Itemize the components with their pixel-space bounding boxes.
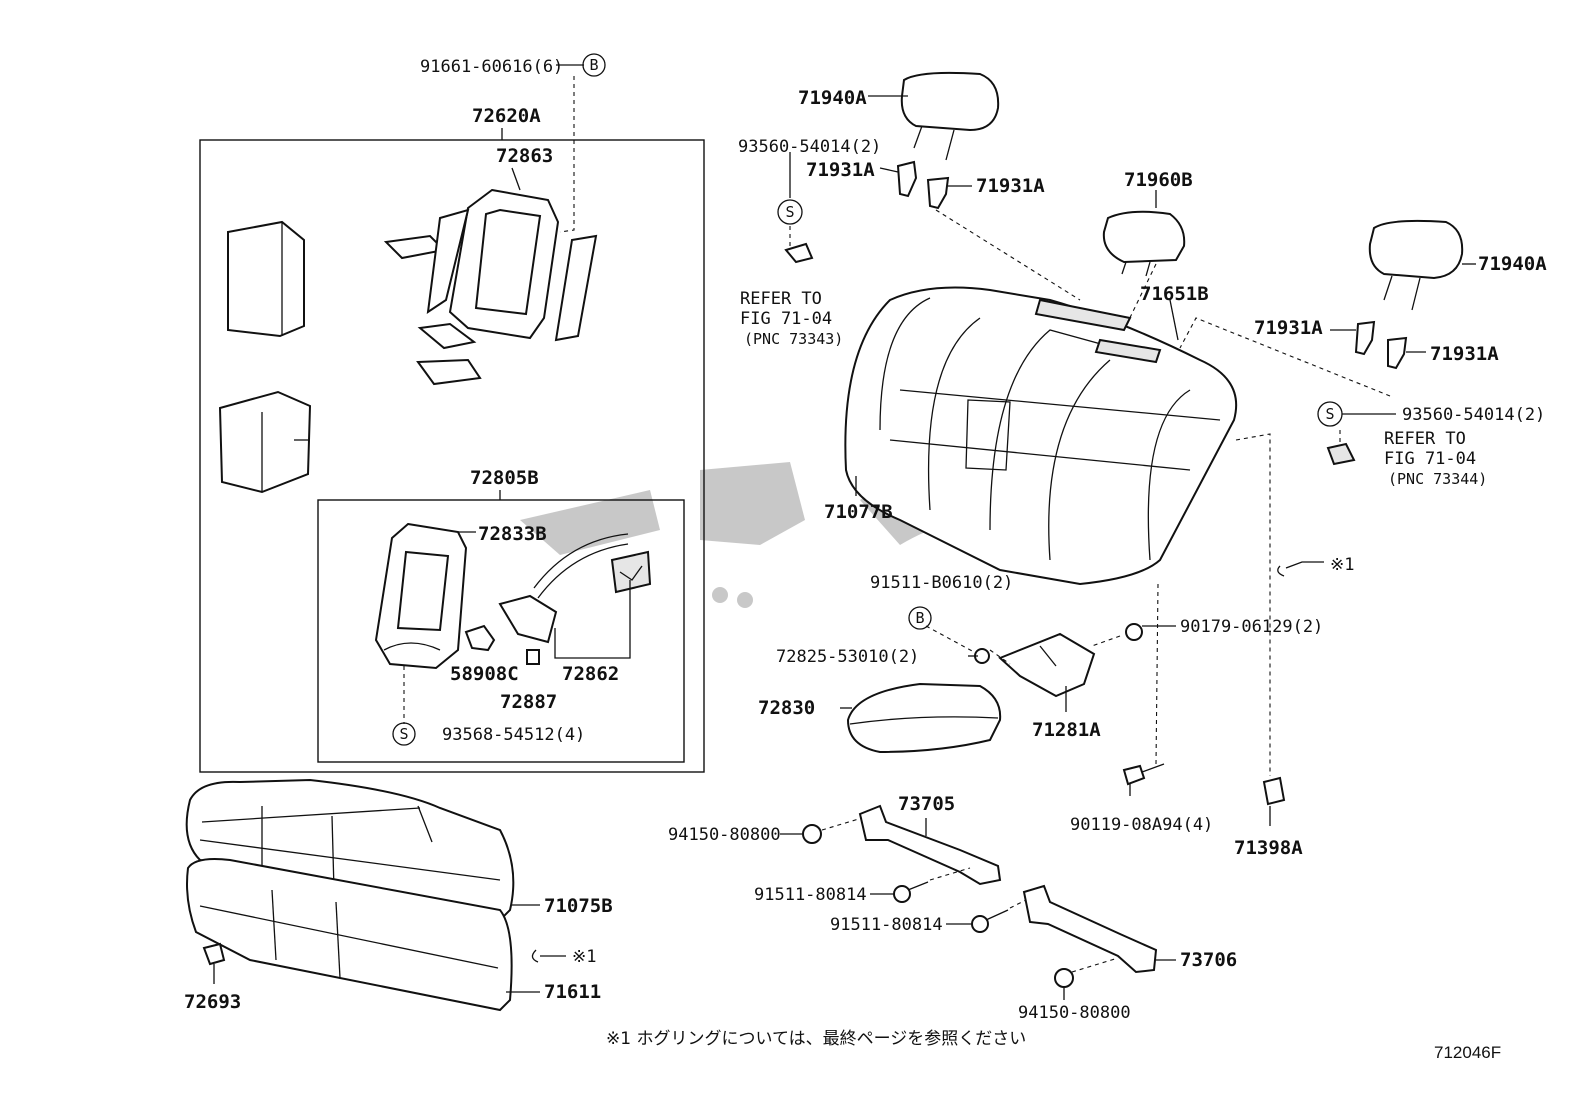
label-91511B: 91511-B0610(2) [870, 573, 1013, 593]
guide-71931A-4 [1387, 336, 1408, 370]
label-93560-right: 93560-54014(2) [1402, 405, 1545, 425]
figure-code: 712046F [1434, 1043, 1501, 1062]
armrest-panel-72833B [374, 522, 468, 670]
bracket-73706 [1022, 884, 1158, 974]
label-94150-2: 94150-80800 [1018, 1003, 1131, 1023]
seat-cushion-71075B [185, 778, 515, 922]
clip-58908C [464, 624, 496, 652]
armrest-frame-72863 [383, 188, 598, 386]
label-72863: 72863 [496, 145, 553, 167]
refer-right-line3: (PNC 73344) [1388, 470, 1487, 488]
label-71077B: 71077B [824, 501, 893, 523]
label-93568: 93568-54512(4) [442, 725, 585, 745]
seatback-71077B [844, 286, 1238, 586]
refer-right-line1: REFER TO [1384, 429, 1466, 449]
label-73705: 73705 [898, 793, 955, 815]
nut-94150-2 [1054, 968, 1074, 988]
label-71931A-3: 71931A [1254, 317, 1323, 339]
label-note1-left: ※1 [572, 947, 596, 967]
group-box-72805B [317, 499, 685, 763]
label-71398A: 71398A [1234, 837, 1303, 859]
label-71931A-4: 71931A [1430, 343, 1499, 365]
guide-71931A-2 [926, 176, 950, 210]
svg-text:B: B [915, 609, 924, 627]
symbol-S-2: S [392, 722, 416, 746]
symbol-B-2: B [908, 606, 932, 630]
symbol-B-1: B [582, 53, 606, 77]
label-71611: 71611 [544, 981, 601, 1003]
nut-90179 [1125, 623, 1143, 641]
label-note1-right: ※1 [1330, 555, 1354, 575]
label-72693: 72693 [184, 991, 241, 1013]
label-71940A-left: 71940A [798, 87, 867, 109]
refer-left-line2: FIG 71-04 [740, 309, 832, 329]
group-box-72620A [199, 139, 705, 773]
label-94150-1: 94150-80800 [668, 825, 781, 845]
foam-pad-upper [227, 220, 305, 338]
clip-left-refer [784, 242, 814, 264]
label-72825: 72825-53010(2) [776, 647, 919, 667]
clip-72887 [526, 649, 540, 665]
label-72620A: 72620A [472, 105, 541, 127]
label-71931A-1: 71931A [806, 159, 875, 181]
guide-71931A-1 [896, 160, 918, 198]
label-71960B: 71960B [1124, 169, 1193, 191]
seat-cushion-pad-71611 [186, 858, 513, 1012]
bracket-73705 [858, 804, 1002, 886]
refer-left-line1: REFER TO [740, 289, 822, 309]
label-72887: 72887 [500, 691, 557, 713]
symbol-S-1: S [777, 199, 803, 225]
label-71281A: 71281A [1032, 719, 1101, 741]
label-91511-1: 91511-80814 [754, 885, 867, 905]
label-72830: 72830 [758, 697, 815, 719]
label-90119: 90119-08A94(4) [1070, 815, 1213, 835]
headrest-71940A-left [900, 71, 1000, 161]
svg-text:S: S [1325, 405, 1334, 423]
label-91511-2: 91511-80814 [830, 915, 943, 935]
bolt-91511-1 [893, 881, 929, 903]
clip-71398A [1262, 776, 1286, 806]
label-71931A-2: 71931A [976, 175, 1045, 197]
part-labels: 91661-60616(6) 72620A 72863 72805B 72833… [184, 57, 1547, 1023]
refer-right-line2: FIG 71-04 [1384, 449, 1476, 469]
clip-72693 [202, 942, 226, 966]
nut-94150-1 [802, 824, 822, 844]
label-72862: 72862 [562, 663, 619, 685]
bracket-72862 [498, 533, 652, 659]
symbol-S-3: S [1317, 401, 1343, 427]
label-71075B: 71075B [544, 895, 613, 917]
label-73706: 73706 [1180, 949, 1237, 971]
label-71651B: 71651B [1140, 283, 1209, 305]
svg-text:S: S [399, 725, 408, 743]
label-93560-left: 93560-54014(2) [738, 137, 881, 157]
label-91661: 91661-60616(6) [420, 57, 563, 77]
label-72833B: 72833B [478, 523, 547, 545]
bolt-91511-2 [971, 909, 1009, 933]
clip-right-refer [1326, 442, 1356, 466]
guide-71931A-3 [1354, 320, 1376, 356]
armrest-72830 [846, 682, 1002, 754]
svg-text:B: B [589, 56, 598, 74]
footnote: ※1 ホグリングについては、最終ページを参照ください [606, 1029, 1026, 1049]
label-71940A-right: 71940A [1478, 253, 1547, 275]
svg-text:S: S [785, 203, 794, 221]
bracket-71281A [998, 632, 1096, 698]
headrest-71960B [1102, 210, 1186, 277]
label-72805B: 72805B [470, 467, 539, 489]
refer-left-line3: (PNC 73343) [744, 330, 843, 348]
bolt-90119 [1122, 763, 1165, 786]
foam-pad-lower [218, 390, 312, 494]
label-58908C: 58908C [450, 663, 519, 685]
leader-lines [213, 64, 1476, 1000]
headrest-71940A-right [1368, 219, 1464, 311]
label-90179: 90179-06129(2) [1180, 617, 1323, 637]
